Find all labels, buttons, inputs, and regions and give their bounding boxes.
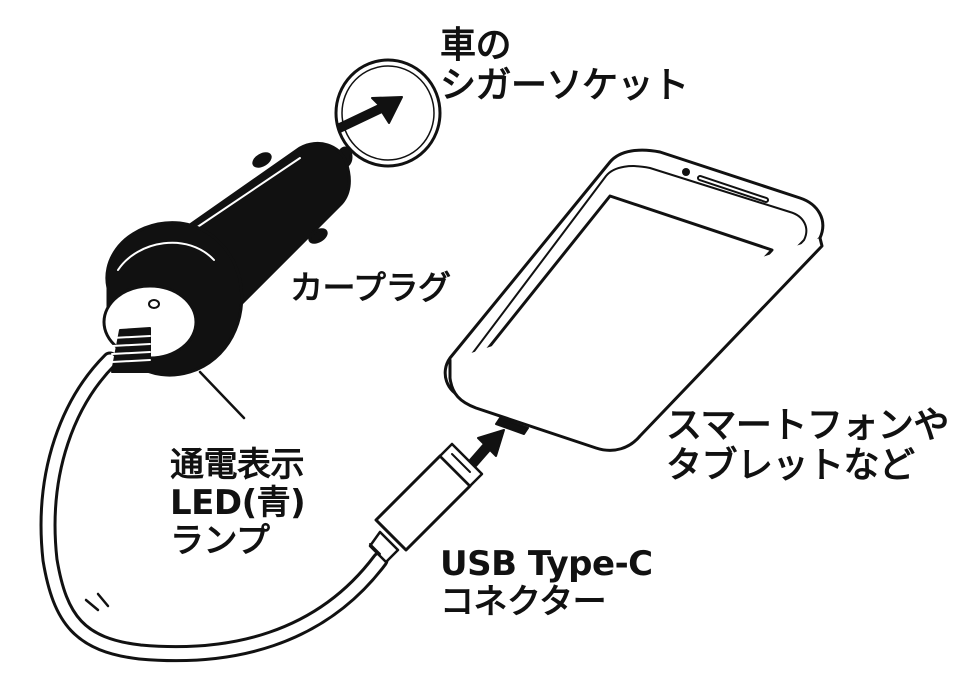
cable (39, 351, 389, 663)
car-plug (102, 142, 353, 420)
smartphone (443, 148, 825, 452)
label-car-plug: カープラグ (290, 268, 451, 307)
label-cigar-socket: 車の シガーソケット (440, 25, 689, 107)
label-led-lamp: 通電表示 LED(青) ランプ (170, 445, 306, 562)
label-car-plug-text: カープラグ (290, 268, 451, 307)
usb-type-c-connector (368, 442, 484, 564)
label-usb-connector-line2: コネクター (440, 582, 607, 623)
insert-arrow-socket (336, 96, 403, 133)
label-cigar-socket-line2: シガーソケット (440, 65, 689, 107)
label-smartphone: スマートフォンや タブレットなど (666, 405, 949, 487)
label-usb-connector: USB Type-C コネクター (440, 545, 653, 621)
label-smartphone-line2: タブレットなど (666, 445, 915, 487)
label-led-lamp-line2: LED(青) (170, 483, 306, 524)
insert-arrow-phone (469, 429, 505, 467)
label-smartphone-line1: スマートフォンや (666, 405, 949, 446)
label-led-lamp-line1: 通電表示 (170, 445, 305, 485)
label-led-lamp-line3: ランプ (170, 521, 270, 562)
label-cigar-socket-line1: 車の (440, 25, 512, 66)
label-usb-connector-line1: USB Type-C (440, 544, 653, 584)
